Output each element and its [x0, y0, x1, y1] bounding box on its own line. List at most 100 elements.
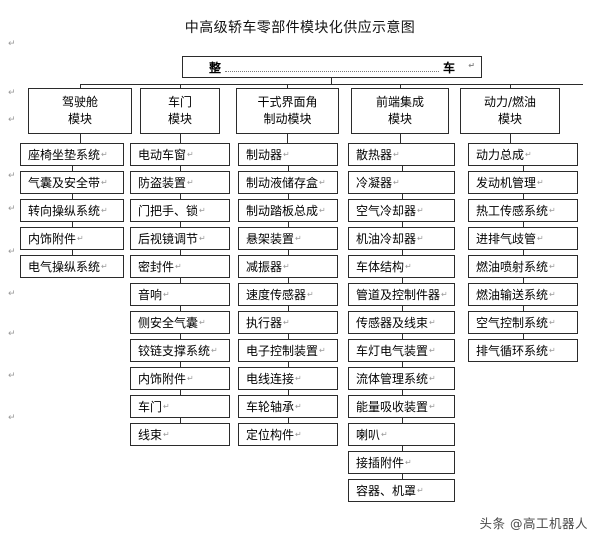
connector-segment	[180, 362, 181, 367]
item-label: 制动液储存盒	[246, 176, 319, 190]
item-box: 进排气歧管↵	[468, 227, 578, 250]
carriage-return-icon: ↵	[429, 402, 436, 411]
item-label: 热工传感系统	[476, 204, 549, 218]
item-label: 能量吸收装置	[356, 400, 429, 414]
root-node-inner: 整 车 ↵	[183, 57, 481, 77]
pilcrow-mark: ↵	[8, 204, 16, 214]
item-label: 喇叭	[356, 428, 381, 442]
carriage-return-icon: ↵	[187, 150, 194, 159]
module-header-line1: 车门	[167, 95, 192, 109]
carriage-return-icon: ↵	[211, 346, 218, 355]
item-box: 排气循环系统↵	[468, 339, 578, 362]
connector-segment	[523, 194, 524, 199]
carriage-return-icon: ↵	[295, 402, 302, 411]
item-box: 减振器↵	[238, 255, 338, 278]
item-box: 流体管理系统↵	[348, 367, 455, 390]
connector-bus	[80, 84, 583, 85]
item-box: 热工传感系统↵	[468, 199, 578, 222]
item-box: 悬架装置↵	[238, 227, 338, 250]
module-header-powertrain-fuel: 动力/燃油 模块	[460, 88, 560, 134]
carriage-return-icon: ↵	[283, 318, 290, 327]
carriage-return-icon: ↵	[283, 150, 290, 159]
connector-segment	[402, 306, 403, 311]
item-box: 转向操纵系统↵	[20, 199, 124, 222]
connector-segment	[402, 390, 403, 395]
connector-segment	[180, 334, 181, 339]
item-box: 能量吸收装置↵	[348, 395, 455, 418]
item-box: 接插附件↵	[348, 451, 455, 474]
item-label: 内饰附件	[28, 232, 77, 246]
connector-drop-5	[510, 84, 511, 89]
module-header-line2: 模块	[67, 112, 92, 126]
connector-segment	[180, 166, 181, 171]
item-label: 门把手、锁	[138, 204, 199, 218]
item-box: 传感器及线束↵	[348, 311, 455, 334]
carriage-return-icon: ↵	[295, 234, 302, 243]
item-label: 减振器	[246, 260, 283, 274]
connector-segment	[180, 250, 181, 255]
item-label: 散热器	[356, 148, 393, 162]
carriage-return-icon: ↵	[163, 430, 170, 439]
pilcrow-mark: ↵	[8, 371, 16, 381]
carriage-return-icon: ↵	[468, 61, 475, 70]
carriage-return-icon: ↵	[405, 458, 412, 467]
item-box: 发动机管理↵	[468, 171, 578, 194]
item-label: 机油冷却器	[356, 232, 417, 246]
item-box: 车体结构↵	[348, 255, 455, 278]
connector-stem-2	[180, 134, 181, 143]
carriage-return-icon: ↵	[417, 234, 424, 243]
watermark: 头条 @高工机器人	[479, 516, 588, 531]
pilcrow-mark: ↵	[8, 39, 16, 49]
connector-root-stem	[331, 78, 332, 84]
module-header-line1: 干式界面角	[257, 95, 318, 109]
carriage-return-icon: ↵	[163, 402, 170, 411]
item-label: 内饰附件	[138, 372, 187, 386]
connector-segment	[288, 418, 289, 423]
item-box: 车轮轴承↵	[238, 395, 338, 418]
item-box: 电动车窗↵	[130, 143, 230, 166]
carriage-return-icon: ↵	[283, 262, 290, 271]
item-label: 定位构件	[246, 428, 295, 442]
item-label: 车灯电气装置	[356, 344, 429, 358]
carriage-return-icon: ↵	[537, 234, 544, 243]
item-box: 门把手、锁↵	[130, 199, 230, 222]
connector-stem-3	[287, 134, 288, 143]
carriage-return-icon: ↵	[187, 374, 194, 383]
connector-segment	[402, 222, 403, 227]
item-box: 空气冷却器↵	[348, 199, 455, 222]
module-header-line2: 制动模块	[263, 112, 312, 126]
item-box: 电气操纵系统↵	[20, 255, 124, 278]
connector-segment	[288, 166, 289, 171]
carriage-return-icon: ↵	[429, 318, 436, 327]
connector-segment	[288, 362, 289, 367]
item-box: 侧安全气囊↵	[130, 311, 230, 334]
item-box: 管道及控制件器↵	[348, 283, 455, 306]
connector-segment	[402, 278, 403, 283]
item-box: 内饰附件↵	[130, 367, 230, 390]
item-label: 空气冷却器	[356, 204, 417, 218]
carriage-return-icon: ↵	[295, 430, 302, 439]
pilcrow-mark: ↵	[8, 329, 16, 339]
item-box: 气囊及安全带↵	[20, 171, 124, 194]
connector-segment	[72, 250, 73, 255]
carriage-return-icon: ↵	[319, 206, 326, 215]
item-box: 速度传感器↵	[238, 283, 338, 306]
item-box: 容器、机罩↵	[348, 479, 455, 502]
carriage-return-icon: ↵	[101, 150, 108, 159]
item-label: 车轮轴承	[246, 400, 295, 414]
connector-segment	[288, 222, 289, 227]
item-box: 燃油喷射系统↵	[468, 255, 578, 278]
connector-stem-4	[400, 134, 401, 143]
connector-segment	[402, 418, 403, 423]
carriage-return-icon: ↵	[163, 290, 170, 299]
root-node-vehicle: 整 车 ↵	[182, 56, 482, 78]
connector-segment	[180, 306, 181, 311]
connector-segment	[523, 250, 524, 255]
carriage-return-icon: ↵	[537, 178, 544, 187]
item-label: 座椅坐垫系统	[28, 148, 101, 162]
carriage-return-icon: ↵	[187, 178, 194, 187]
item-box: 散热器↵	[348, 143, 455, 166]
item-box: 喇叭↵	[348, 423, 455, 446]
carriage-return-icon: ↵	[307, 290, 314, 299]
connector-segment	[402, 194, 403, 199]
